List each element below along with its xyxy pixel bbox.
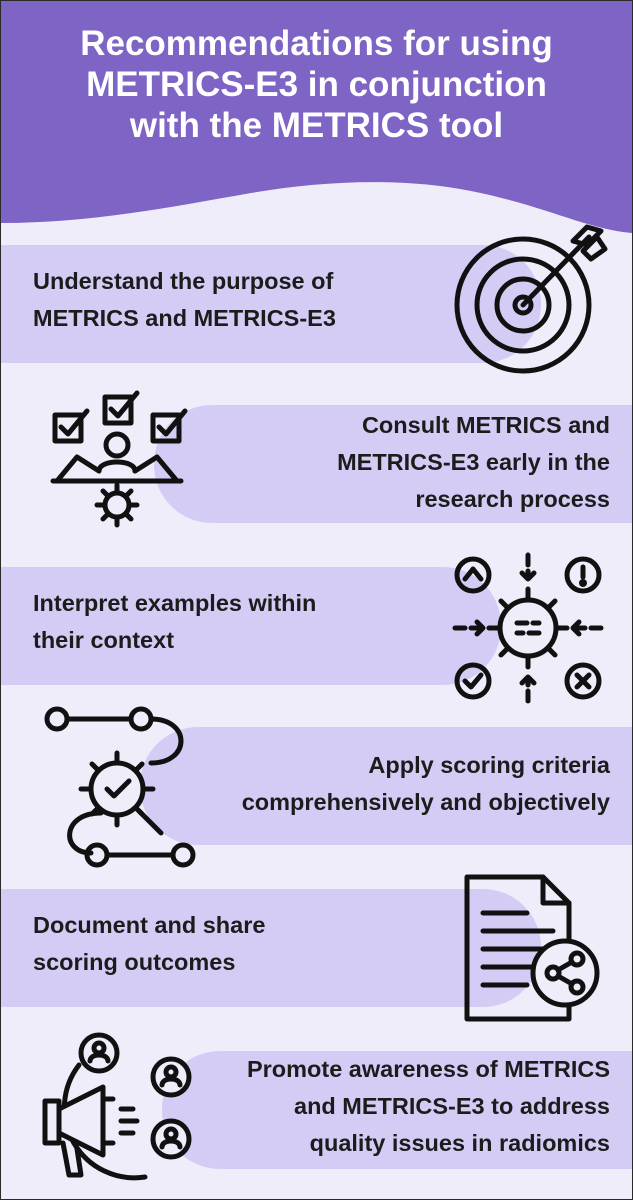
page-title: Recommendations for using METRICS-E3 in …	[1, 23, 632, 146]
title-line: with the METRICS tool	[129, 106, 504, 145]
megaphone-people-icon	[41, 1029, 211, 1199]
band-3	[1, 567, 501, 685]
item-1-text: Understand the purpose of METRICS and ME…	[33, 268, 336, 331]
item-5-text: Document and share scoring outcomes	[33, 912, 266, 975]
band-5	[1, 889, 541, 1007]
title-line: METRICS-E3 in conjunction	[86, 65, 547, 104]
item-6-text: Promote awareness of METRICS and METRICS…	[246, 1056, 610, 1156]
header-background	[1, 1, 632, 233]
item-3-text: Interpret examples within their context	[33, 590, 317, 653]
band-1	[1, 245, 541, 363]
band-4	[140, 727, 632, 845]
item-4-text: Apply scoring criteria comprehensively a…	[241, 752, 610, 815]
gear-check-search-path-icon	[41, 703, 201, 873]
band-6	[162, 1051, 632, 1169]
item-2-text: Consult METRICS and METRICS-E3 early in …	[337, 412, 610, 512]
document-share-icon	[461, 873, 601, 1023]
planning-person-gear-icon	[47, 385, 197, 535]
target-icon	[453, 219, 613, 379]
title-line: Recommendations for using	[80, 24, 553, 63]
central-gear-status-icon	[451, 549, 611, 709]
band-2	[154, 405, 632, 523]
